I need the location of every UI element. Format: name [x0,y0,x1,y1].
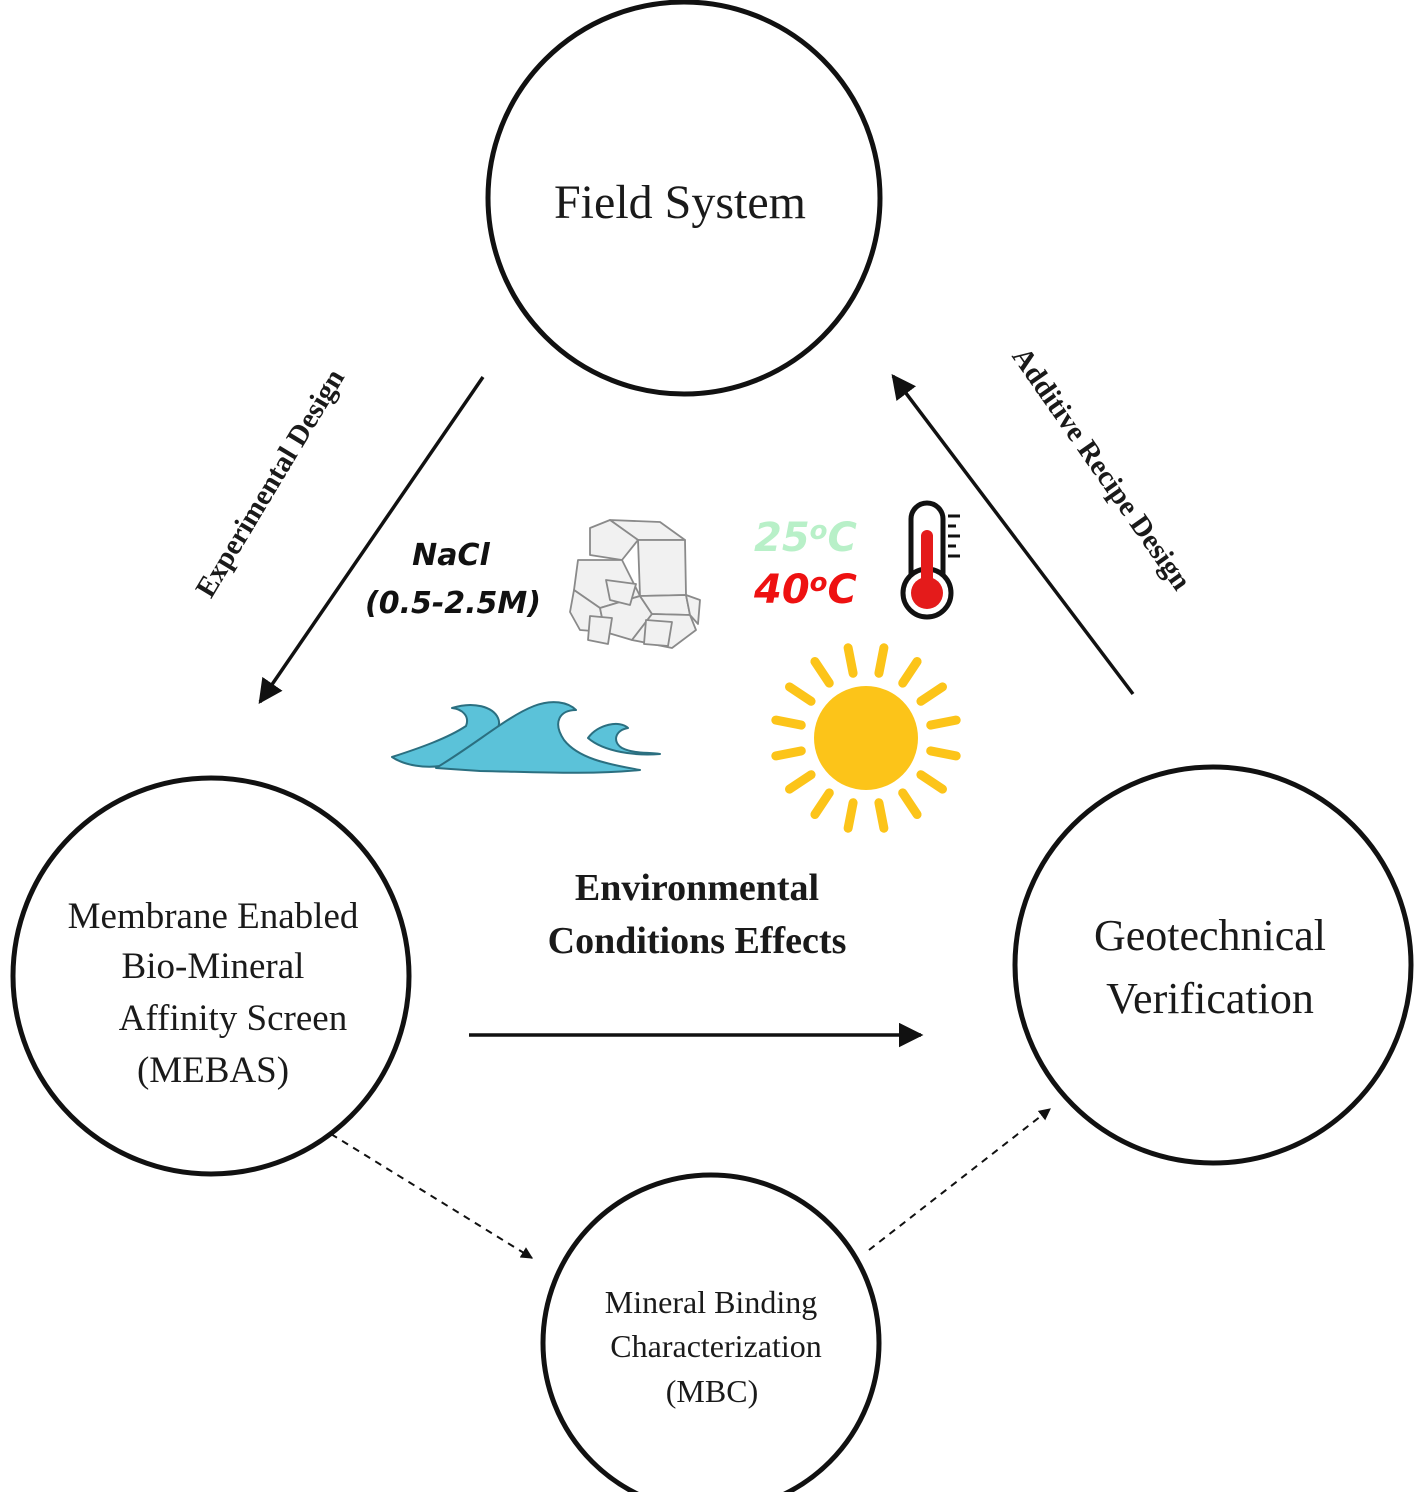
sun-ray [810,657,834,688]
arrow-mbc-to-geotechnical [868,1108,1051,1251]
arrow-mebas-to-mbc [330,1133,534,1259]
sun-ray [785,770,816,794]
temperature-low-degree: o [810,516,828,546]
sun-ray [843,798,858,833]
sun-ray [898,657,922,688]
sun-ray [916,770,947,794]
arrow-geotechnical-to-field [891,374,1135,696]
mbc-label-line-2: Characterization [610,1328,821,1364]
temperature-low-unit: C [828,515,857,561]
additive-recipe-design-label: Additive Recipe Design [1006,342,1198,597]
nacl-label: NaCl [412,538,490,573]
sun-icon [771,643,961,833]
center-title-line-1: Environmental [575,867,819,909]
sun-ray [771,746,806,761]
sun-ray [916,682,947,706]
node-field-system: Field System [485,0,883,397]
sun-ray [843,643,858,678]
sun-ray [785,682,816,706]
node-mebas: Membrane Enabled Bio-Mineral Affinity Sc… [10,775,412,1177]
sun-ray [898,788,922,819]
mbc-label-line-3: (MBC) [666,1373,758,1409]
mebas-label-line-4: (MEBAS) [137,1050,289,1091]
mbc-label-line-1: Mineral Binding [605,1284,817,1320]
waves-icon [391,701,661,774]
node-geotechnical: Geotechnical Verification [1012,764,1414,1166]
arrow-field-to-mebas [258,376,485,705]
nacl-range-label: (0.5-2.5M) [365,586,541,621]
geotechnical-label-line-1: Geotechnical [1094,911,1326,960]
temperature-low-label: 25oC [754,515,857,561]
sun-ray [810,788,834,819]
sun-ray [874,798,889,833]
temperature-high-unit: C [828,567,857,613]
node-mbc: Mineral Binding Characterization (MBC) [540,1172,882,1492]
sun-ray [771,715,806,730]
temperature-high-value: 40 [753,567,810,613]
mebas-label-line-1: Membrane Enabled [68,896,359,937]
temperature-low-value: 25 [754,515,810,561]
thermometer-icon [900,500,960,620]
geotechnical-label-line-2: Verification [1106,974,1314,1023]
mebas-label-line-2: Bio-Mineral [122,946,305,987]
mebas-label-line-3: Affinity Screen [119,998,347,1039]
sun-ray [874,643,889,678]
temperature-high-degree: o [810,568,828,598]
field-system-label: Field System [554,176,806,229]
temperature-high-label: 40oC [753,567,857,613]
sun-ray [926,746,961,761]
sun-ray [926,715,961,730]
experimental-design-label: Experimental Design [190,364,351,604]
center-title-line-2: Conditions Effects [548,920,847,962]
salt-crystal-icon [569,519,701,649]
